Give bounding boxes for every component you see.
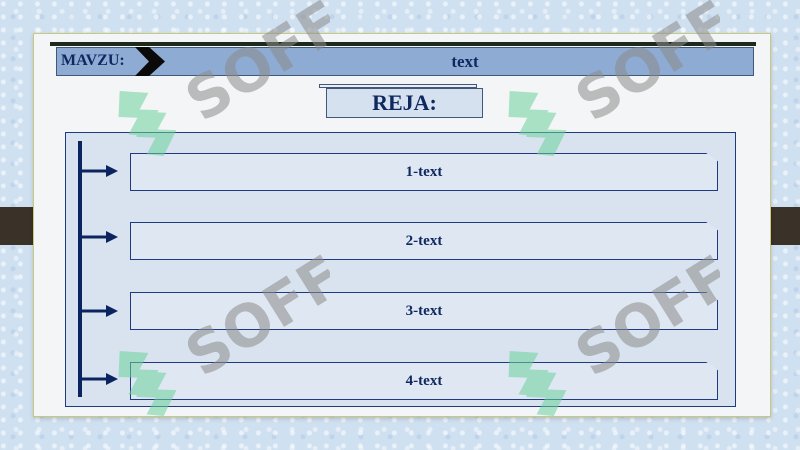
arrow-right-icon (82, 305, 118, 317)
chevron-right-icon (135, 47, 165, 76)
plan-item-3: 3-text (130, 292, 718, 330)
plan-title-bar (319, 84, 477, 88)
topic-title: text (451, 52, 479, 71)
arrow-right-icon (82, 165, 118, 177)
plan-item-1: 1-text (130, 153, 718, 191)
topic-label: MAVZU: (61, 52, 125, 69)
topic-header: MAVZU: text (56, 47, 754, 76)
top-rule (50, 42, 756, 46)
plan-title: REJA: (326, 88, 483, 118)
plan-panel: 1-text 2-text 3-text 4-text (65, 132, 736, 407)
slide: MAVZU: text REJA: 1-text 2-text 3-text 4… (33, 33, 771, 417)
plan-connector-line (78, 141, 82, 397)
plan-item-4: 4-text (130, 362, 718, 400)
arrow-right-icon (82, 231, 118, 243)
plan-item-2: 2-text (130, 222, 718, 260)
arrow-right-icon (82, 373, 118, 385)
